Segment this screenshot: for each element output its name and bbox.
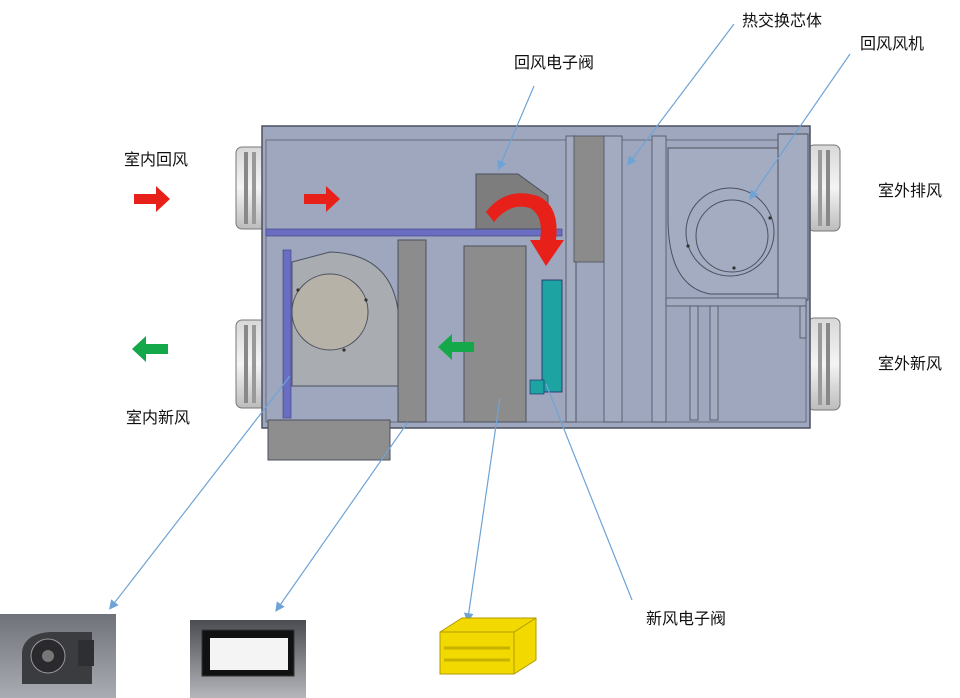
red-flow-arrow	[304, 186, 340, 212]
label-outdoor-exhaust-air: 室外排风	[878, 181, 943, 200]
label-indoor-return-air: 室内回风	[124, 150, 189, 169]
filter-photo	[190, 620, 306, 698]
duct-collar-right-top	[807, 144, 841, 232]
filter-panel-1	[397, 239, 427, 423]
label-return-air-damper: 回风电子阀	[514, 53, 595, 72]
label-return-air-fan: 回风风机	[860, 34, 925, 53]
label-outdoor-fresh-air: 室外新风	[878, 354, 943, 373]
fresh-air-filter-frame	[282, 249, 292, 419]
exhaust-fan	[667, 133, 809, 301]
fresh-damper-block	[541, 279, 563, 393]
green-flow-arrow	[132, 336, 168, 362]
label-fresh-air-damper: 新风电子阀	[646, 609, 727, 628]
duct-collar-right-bottom	[807, 317, 841, 411]
red-flow-arrow	[134, 186, 170, 212]
partition-plate	[265, 228, 563, 237]
curved-red-arrow	[486, 193, 564, 266]
green-flow-arrow	[438, 334, 474, 360]
duct-collar-left-bottom	[235, 319, 267, 409]
supply-fan	[291, 251, 399, 387]
fan-photo	[0, 614, 116, 698]
label-heat-exchanger-core: 热交换芯体	[742, 11, 823, 30]
label-indoor-fresh-air: 室内新风	[126, 408, 191, 427]
leader-lines	[109, 23, 851, 623]
control-box	[267, 419, 391, 461]
heat-exchanger-core	[565, 135, 667, 423]
filter-panel-2	[463, 245, 527, 423]
core-photo	[439, 617, 537, 675]
